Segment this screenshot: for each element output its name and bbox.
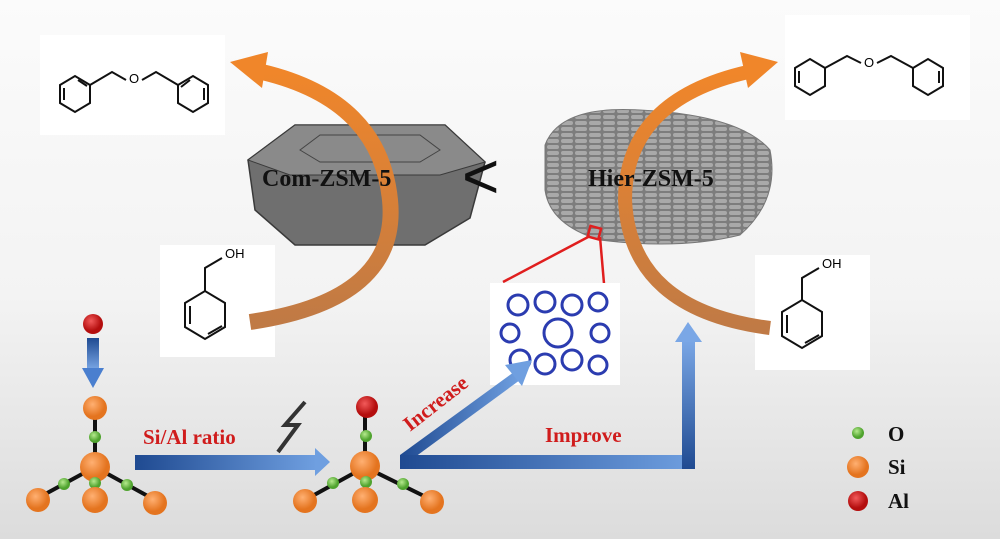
- legend-o-marker: [852, 427, 864, 439]
- increase-arrow: [400, 360, 532, 468]
- hydroxyl-label: OH: [225, 246, 245, 261]
- legend-al-marker: [848, 491, 868, 511]
- legend-si-label: Si: [888, 455, 906, 479]
- legend: O Si Al: [847, 422, 909, 513]
- al-atom: [83, 314, 103, 334]
- legend-o-label: O: [888, 422, 904, 446]
- legend-si-marker: [847, 456, 869, 478]
- hier-zsm5-label: Hier-ZSM-5: [588, 166, 714, 192]
- com-zsm5-crystal: [246, 124, 486, 246]
- ether-oxygen-label: O: [864, 55, 874, 70]
- reaction-arc-left: [230, 52, 399, 330]
- tetrahedron-left: [26, 396, 167, 515]
- hydroxyl-label: OH: [822, 256, 842, 271]
- com-zsm5-label: Com-ZSM-5: [262, 166, 391, 192]
- tetrahedron-right: [293, 396, 444, 514]
- si-al-ratio-arrow: [135, 448, 330, 476]
- improve-arrow: [400, 322, 702, 469]
- less-than-symbol: <: [462, 140, 499, 212]
- down-arrow: [82, 338, 104, 388]
- ether-oxygen-label: O: [129, 71, 139, 86]
- increase-label: Increase: [398, 371, 472, 436]
- reaction-arc-right: [617, 52, 778, 335]
- dibenzyl-ether-left: O: [40, 35, 225, 135]
- benzyl-alcohol-right: OH: [755, 255, 870, 370]
- improve-label: Improve: [545, 423, 622, 447]
- si-al-ratio-label: Si/Al ratio: [143, 425, 236, 449]
- dibenzyl-ether-right: O: [785, 15, 970, 120]
- decrease-lightning-icon: [276, 400, 307, 454]
- benzyl-alcohol-left: OH: [160, 245, 275, 357]
- legend-al-label: Al: [888, 489, 909, 513]
